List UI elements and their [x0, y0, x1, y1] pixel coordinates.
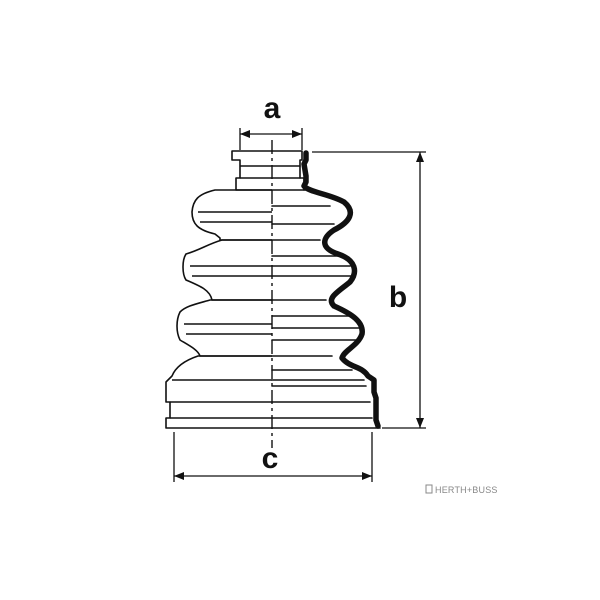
dimension-a — [239, 128, 303, 150]
dimension-label-b: b — [389, 281, 407, 314]
brand-text: HERTH+BUSS — [435, 485, 498, 495]
brand-logo: HERTH+BUSS — [425, 484, 498, 495]
dimension-label-c: c — [262, 442, 279, 475]
dimension-label-a: a — [264, 92, 281, 125]
dimension-b — [312, 151, 426, 429]
brand-logo-icon — [425, 484, 433, 494]
boot-left-outline — [165, 150, 272, 429]
dimension-c — [173, 432, 373, 482]
boot-right-section — [271, 150, 381, 429]
